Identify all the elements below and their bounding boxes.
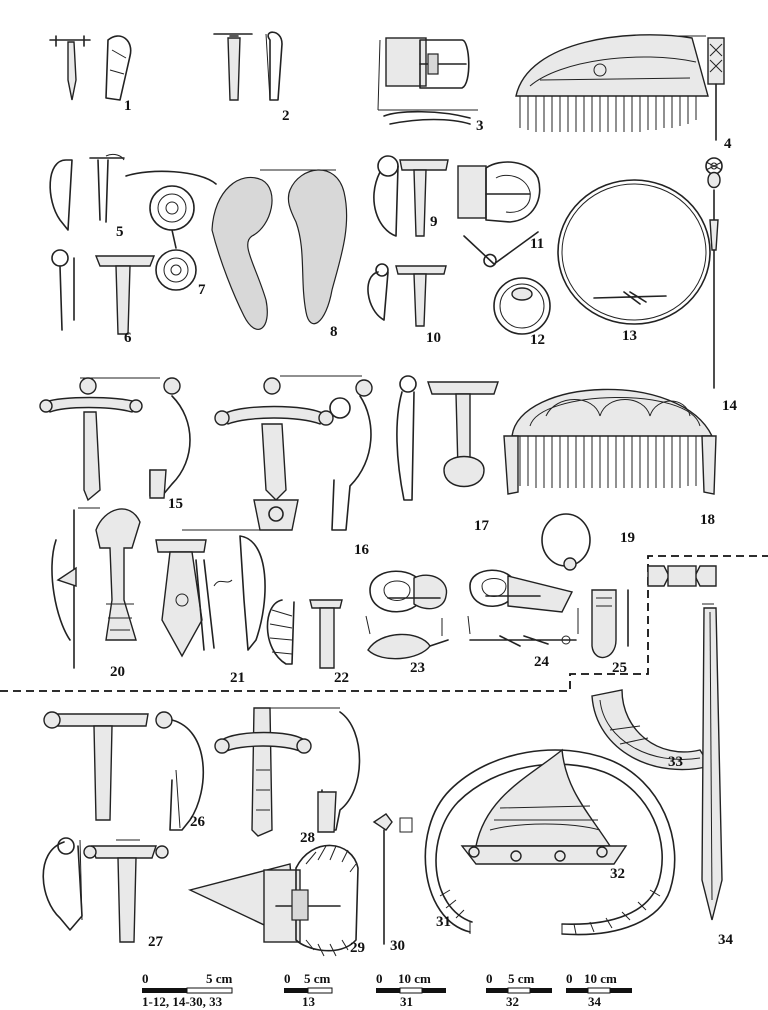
- figure-label: 10: [426, 330, 441, 346]
- scale-end: 10 cm: [398, 971, 431, 986]
- figure-label: 18: [700, 512, 715, 528]
- figure-label: 7: [198, 282, 206, 298]
- figure-label: 3: [476, 118, 484, 134]
- artifact-18-comb: [503, 388, 717, 495]
- figure-label: 14: [722, 398, 738, 414]
- scale-end: 5 cm: [508, 971, 535, 986]
- figure-label: 34: [718, 932, 734, 948]
- section-divider-dashed: [0, 555, 768, 692]
- figure-label: 13: [622, 328, 637, 344]
- scale-zero: 0: [142, 971, 149, 986]
- scale-end: 5 cm: [304, 971, 331, 986]
- artifact-4-comb: [515, 34, 725, 141]
- artifact-2-fibula: [213, 31, 283, 101]
- scale-end: 5 cm: [206, 971, 233, 986]
- artifact-7-fibula-disc: [125, 170, 217, 291]
- artifact-30-pin: [372, 813, 413, 945]
- figure-label: 30: [390, 938, 405, 954]
- artifact-12-bracelet: [493, 277, 551, 335]
- scale-zero: 0: [486, 971, 493, 986]
- figure-label: 2: [282, 108, 290, 124]
- artifact-34-sword: [647, 565, 723, 921]
- figure-label: 20: [110, 664, 125, 680]
- artifact-23-buckle: [365, 570, 449, 660]
- figure-label: 4: [724, 136, 732, 152]
- artifact-24-buckle: [467, 569, 579, 647]
- scale-bar-4: 0 5 cm 32: [486, 971, 552, 1009]
- artifact-10-fibula: [367, 263, 447, 327]
- scale-bar-3: 0 10 cm 31: [376, 971, 446, 1009]
- artifact-9-fibula: [373, 155, 449, 237]
- figure-label: 17: [474, 518, 490, 534]
- artifact-20-fibula: [51, 507, 141, 669]
- artifact-15-fibula: [39, 377, 191, 502]
- figure-label: 9: [430, 214, 438, 230]
- artifact-16-fibula: [214, 375, 373, 531]
- artifact-6-fibula: [51, 249, 156, 335]
- artifact-1-fibula: [49, 35, 132, 101]
- artifact-26-fibula: [43, 711, 205, 831]
- scale-applies-to: 1-12, 14-30, 33: [142, 994, 223, 1009]
- figure-label: 31: [436, 914, 451, 930]
- figure-label: 21: [230, 670, 245, 686]
- artifact-32-helmet: [460, 748, 628, 865]
- scale-bar-2: 0 5 cm 13: [284, 971, 333, 1009]
- figure-label: 11: [530, 236, 544, 252]
- figure-label: 25: [612, 660, 627, 676]
- artifact-11-buckle: [457, 161, 541, 268]
- artifact-21-fibula: [155, 529, 266, 658]
- artifact-33-plate: [591, 689, 712, 771]
- figure-label: 24: [534, 654, 550, 670]
- figure-label: 15: [168, 496, 183, 512]
- figure-label: 6: [124, 330, 132, 346]
- artifact-25-chape: [591, 589, 629, 658]
- scale-applies-to: 31: [400, 994, 413, 1009]
- scale-bar-1: 0 5 cm 1-12, 14-30, 33: [142, 971, 233, 1009]
- figure-label: 26: [190, 814, 206, 830]
- artifact-27-fibula: [42, 837, 169, 943]
- figure-label: 27: [148, 934, 164, 950]
- figure-label: 28: [300, 830, 315, 846]
- scale-applies-to: 32: [506, 994, 519, 1009]
- scale-applies-to: 34: [588, 994, 602, 1009]
- figure-label: 23: [410, 660, 425, 676]
- artifact-17-fibula: [396, 375, 499, 501]
- figure-label: 22: [334, 670, 349, 686]
- figure-label: 33: [668, 754, 683, 770]
- artifact-19-ring: [541, 513, 591, 571]
- scale-bar-5: 0 10 cm 34: [566, 971, 632, 1009]
- scale-zero: 0: [284, 971, 291, 986]
- figure-label: 12: [530, 332, 545, 348]
- artifact-14-pin: [705, 157, 723, 389]
- artifact-8-corroded-fibula: [211, 169, 348, 330]
- artifact-13-ring-neck: [557, 179, 711, 325]
- figure-label: 29: [350, 940, 365, 956]
- scale-applies-to: 13: [302, 994, 316, 1009]
- figure-label: 5: [116, 224, 124, 240]
- artifact-29-buckle-plate: [187, 844, 359, 957]
- artifact-28-fibula: [214, 707, 361, 837]
- scale-zero: 0: [566, 971, 573, 986]
- figure-label: 16: [354, 542, 370, 558]
- scale-end: 10 cm: [584, 971, 617, 986]
- figure-label: 1: [124, 98, 132, 114]
- artifact-5-fibula: [49, 153, 125, 231]
- figure-label: 8: [330, 324, 338, 340]
- artifact-31-neck-ring: [424, 749, 676, 936]
- figure-label: 19: [620, 530, 635, 546]
- scale-zero: 0: [376, 971, 383, 986]
- artifact-3-buckle: [377, 37, 478, 125]
- figure-label: 32: [610, 866, 625, 882]
- artifact-22-fibula: [266, 599, 343, 669]
